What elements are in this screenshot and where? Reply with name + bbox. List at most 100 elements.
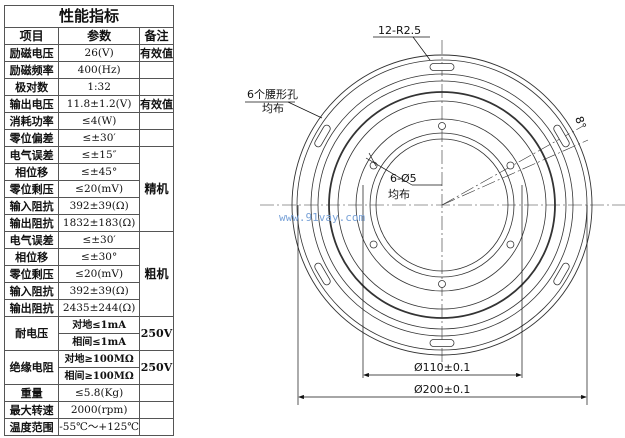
mounting-hole [438,280,446,288]
row-item: 相位移 [3,248,60,266]
angle-label: 8° [572,115,588,131]
row-value: 11.8±1.2(V) [58,95,140,113]
group-label: 精机 [139,146,174,232]
row-item: 电气误差 [3,146,60,164]
row-item: 励磁频率 [3,61,60,79]
row-value: 400(Hz) [58,61,140,79]
row-item: 相位移 [3,163,60,181]
header-item: 项目 [3,27,60,45]
waist-slot [429,339,455,347]
row-value: 26(V) [58,44,140,62]
waist-slots [314,63,570,347]
row-value: 1:32 [58,78,140,96]
holes-distribution-label: 均布 [388,188,410,201]
row-value: ≤5.8(Kg) [58,384,140,402]
row-item: 输出电压 [3,95,60,113]
row-note [139,78,174,96]
row-value: ≤±15″ [58,146,140,164]
slots-distribution-label: 均布 [262,102,284,115]
table-row: 零位偏差≤±30′ [3,129,174,147]
mounting-holes [369,122,515,288]
header-param: 参数 [58,27,140,45]
table-row: 绝缘电阻 对地≥100MΩ 250V [3,350,174,385]
row-note: 有效值 [139,95,174,113]
outer-diameter-dim: Ø200±0.1 [414,383,470,396]
row-note: 有效值 [139,44,174,62]
row-item: 最大转速 [3,401,60,419]
waist-slot [314,262,331,286]
row-note [139,112,174,130]
row-item: 输入阻抗 [3,197,60,215]
waist-slot [553,124,570,148]
row-value: ≤±30′ [58,129,140,147]
mounting-hole [506,161,515,170]
table-row: 耐电压 对地≤1mA 250V [3,316,174,351]
table-row: 电气误差≤±30′粗机 [3,231,174,317]
slots-label: 6个腰形孔 [247,88,298,101]
row-item: 输入阻抗 [3,282,60,300]
row-value: ≤20(mV) [58,180,140,198]
row-value: 相间≤1mA [58,333,140,351]
waist-slot [553,262,570,286]
row-value: 392±39(Ω) [58,197,140,215]
table-row: 温度范围-55℃～+125℃ [3,418,174,436]
row-item: 励磁电压 [3,44,60,62]
mounting-hole [506,240,515,249]
table-row: 消耗功率≤4(W) [3,112,174,130]
watermark: www.91vay.com [279,211,365,224]
table-header-row: 项目 参数 备注 [3,27,174,45]
center-lines [260,40,625,370]
row-item: 重量 [3,384,60,402]
leaders [245,36,588,405]
row-note [139,61,174,79]
row-note [139,129,174,147]
row-value: ≤±30° [58,248,140,266]
row-value: -55℃～+125℃ [58,418,140,436]
row-value: ≤±30′ [58,231,140,249]
row-note [139,401,174,419]
table-title: 性能指标 [4,5,174,28]
header-note: 备注 [139,27,174,45]
mounting-hole [369,240,378,249]
row-item: 消耗功率 [3,112,60,130]
row-item: 零位偏差 [3,129,60,147]
row-item: 零位剩压 [3,265,60,283]
row-note [139,418,174,436]
row-item: 输出阻抗 [3,214,60,232]
row-item: 零位剩压 [3,180,60,198]
inner-diameter-dim: Ø110±0.1 [414,361,470,374]
waist-slot [429,63,455,71]
row-value: 392±39(Ω) [58,282,140,300]
row-value: 对地≤1mA [58,316,140,334]
row-value: 对地≥100MΩ [58,350,140,368]
row-value: 相间≥100MΩ [58,367,140,385]
mounting-hole [438,122,446,130]
table-row: 重量≤5.8(Kg) [3,384,174,402]
row-value: 2000(rpm) [58,401,140,419]
row-item: 极对数 [3,78,60,96]
row-item: 输出阻抗 [3,299,60,317]
row-item: 温度范围 [3,418,60,436]
row-note: 250V [139,316,174,351]
row-note [139,384,174,402]
row-note: 250V [139,350,174,385]
row-value: 2435±244(Ω) [58,299,140,317]
row-item: 耐电压 [3,316,60,351]
group-label: 粗机 [139,231,174,317]
slot-radius-label: 12-R2.5 [378,24,421,37]
waist-slot [314,124,331,148]
row-item: 绝缘电阻 [3,350,60,385]
resolver-outline-drawing: 12-R2.5 6个腰形孔 均布 6-Ø5 均布 8° Ø110±0.1 Ø20… [245,24,625,405]
